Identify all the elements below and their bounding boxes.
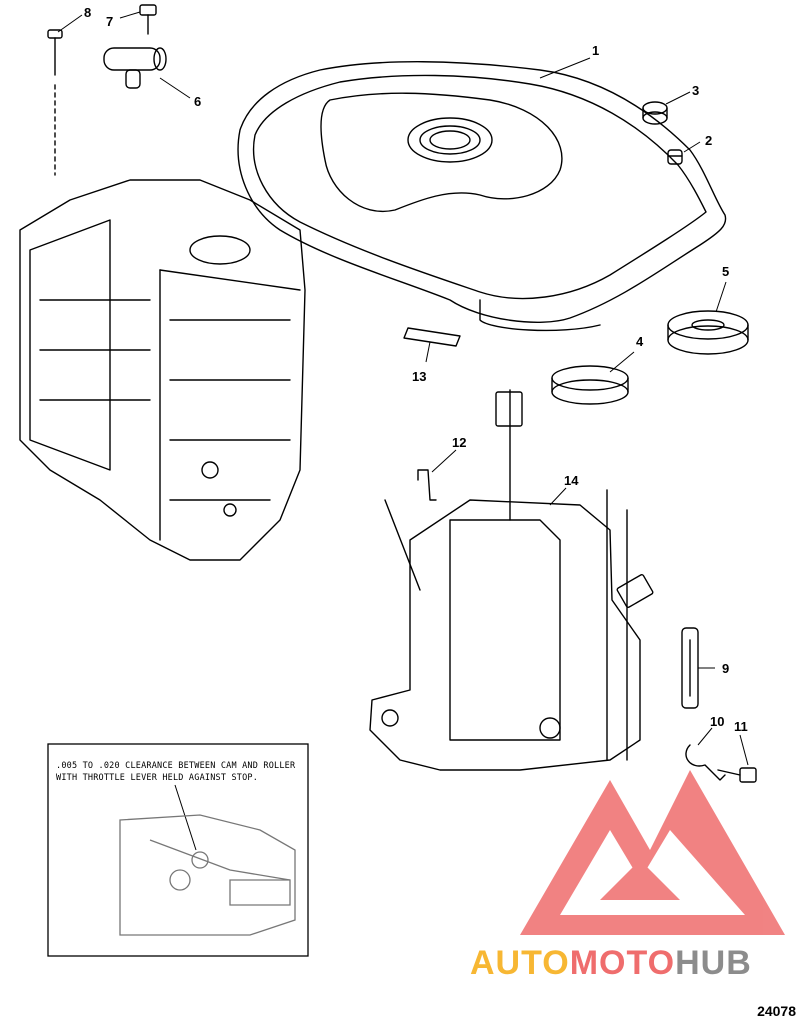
callout-5: 5 [722,264,730,279]
callout-1: 1 [592,43,600,58]
bolt-part-11 [717,767,757,783]
callout-9: 9 [722,661,730,676]
fitting-part-6 [103,47,167,89]
callout-6: 6 [194,94,202,109]
seal-part-5 [667,310,749,355]
watermark-part-hub: HUB [675,944,752,982]
bracket-part-9 [681,627,699,709]
inset-note-line-2: WITH THROTTLE LEVER HELD AGAINST STOP. [56,773,259,783]
module-part-14 [369,389,654,771]
inset-note-line-1: .005 TO .020 CLEARANCE BETWEEN CAM AND R… [56,761,296,771]
callout-3: 3 [692,83,700,98]
clip-part-12 [417,469,437,501]
strip-part-13 [403,327,461,347]
fitting-part-2 [667,149,683,165]
figure-number: 24078 [757,1003,796,1019]
callout-11: 11 [734,719,748,734]
inset-detail-box [47,743,309,957]
engine-block [19,179,306,561]
watermark-part-auto: AUTO [470,944,570,982]
callout-10: 10 [710,714,725,729]
leader-lines [57,11,749,851]
watermark-logo-icon [520,770,785,935]
callout-8: 8 [84,5,92,20]
grommet-part-3 [642,101,668,125]
cover-part [237,61,727,332]
callout-12: 12 [452,435,467,450]
clamp-part-10 [685,744,726,781]
watermark-text: AUTOMOTOHUB [470,944,752,983]
screw-part-7 [139,4,157,35]
stud-part-8 [47,29,63,176]
callout-13: 13 [412,369,427,384]
inset-note: .005 TO .020 CLEARANCE BETWEEN CAM AND R… [56,760,316,784]
callout-4: 4 [636,334,644,349]
ring-part-4 [551,365,629,405]
callout-2: 2 [705,133,713,148]
callout-14: 14 [564,473,579,488]
callout-7: 7 [106,14,114,29]
watermark-part-moto: MOTO [569,944,676,982]
